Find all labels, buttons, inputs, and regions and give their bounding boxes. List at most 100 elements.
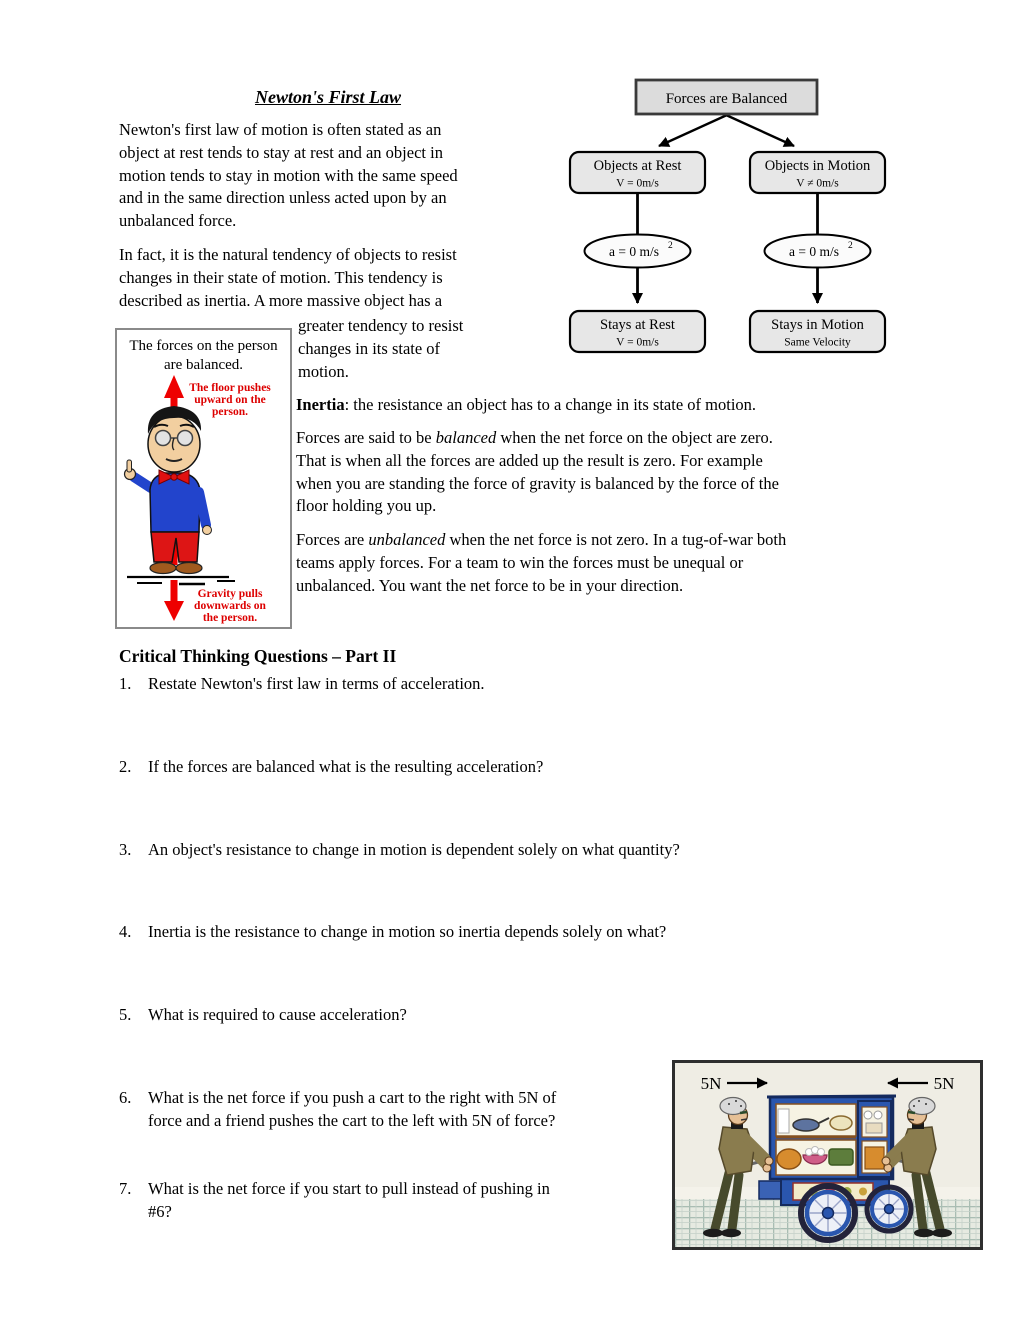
node-forces-balanced-box (634, 78, 819, 116)
front-tire (798, 1183, 858, 1243)
rear-tire (864, 1184, 914, 1234)
node-accel-zero-left: a = 0 m/s 2 (583, 233, 692, 269)
floor-pushes-label: The floor pushes upward on the person. (189, 382, 271, 418)
person-thumb-up (126, 459, 132, 473)
node-stays-at-rest: Stays at Rest V = 0m/s (568, 309, 707, 354)
question-3-number: 3. (119, 840, 132, 859)
node-accel-zero-right: a = 0 m/s 2 (763, 233, 872, 269)
left-force-label: 5N (701, 1074, 722, 1093)
question-4: 4. Inertia is the resistance to change i… (119, 920, 828, 943)
node-objects-in-motion: Objects in Motion V ≠ 0m/s (748, 150, 887, 195)
node-stays-in-motion: Stays in Motion Same Velocity (748, 309, 887, 354)
jar-box (865, 1122, 883, 1134)
question-4-number: 4. (119, 922, 132, 941)
balanced-forces-figure: The forces on the person are balanced. T… (115, 328, 292, 629)
vendor-arm (738, 1130, 771, 1163)
balanced-post: when the net force on the object are zer… (296, 428, 779, 516)
cart-roof-edge (766, 1094, 897, 1099)
stays-in-motion-sub: Same Velocity (784, 337, 851, 349)
paragraph-inertia-intro: In fact, it is the natural tendency of o… (119, 245, 457, 310)
floor-label-line2: upward on the (194, 394, 266, 406)
question-2-number: 2. (119, 757, 132, 776)
stays-in-motion-label: Stays in Motion (771, 317, 864, 333)
question-7: 7. What is the net force if you start to… (119, 1177, 668, 1223)
node-objects-at-rest-box (568, 150, 707, 195)
question-7-text: What is the net force if you start to pu… (148, 1179, 550, 1221)
pan-handle (818, 1117, 830, 1124)
person-pants (150, 531, 200, 563)
vendor-glasses (739, 1110, 748, 1115)
cart-side-box (758, 1180, 784, 1200)
inertia-term: Inertia (296, 395, 345, 414)
node-objects-at-rest: Objects at Rest V = 0m/s (568, 150, 707, 195)
vendor-back-leg (710, 1168, 734, 1234)
vendor-front-leg (727, 1170, 744, 1234)
cart-wheel-front (798, 1183, 858, 1243)
hair-speckle-1 (728, 1103, 730, 1105)
up-arrow-head (164, 375, 184, 398)
vendor-shoe-1 (703, 1228, 723, 1238)
jar-2 (873, 1110, 883, 1120)
unbalanced-post: when the net force is not zero. In a tug… (296, 530, 787, 595)
node-stays-at-rest-box (568, 309, 707, 354)
stays-at-rest-label: Stays at Rest (600, 317, 675, 333)
person-nose (171, 437, 175, 451)
balanced-pre: Forces are said to be (296, 428, 436, 447)
question-6-number: 6. (119, 1088, 132, 1107)
person-shoe-left (149, 561, 177, 575)
question-3: 3. An object's resistance to change in m… (119, 838, 828, 861)
question-4-text: Inertia is the resistance to change in m… (148, 922, 667, 941)
glasses-left-lens (154, 429, 172, 447)
gravity-label-line1: Gravity pulls (198, 588, 263, 600)
question-2: 2. If the forces are balanced what is th… (119, 755, 828, 778)
accel-zero-left-label: a = 0 m/s (609, 244, 659, 259)
arrow-root-to-motion (725, 113, 795, 148)
down-arrow-head (164, 601, 184, 621)
person-mouth (165, 458, 183, 462)
page-title: Newton's First Law (254, 87, 402, 107)
unbalanced-word: unbalanced (368, 530, 446, 549)
pink-bowl (802, 1154, 828, 1165)
question-1-text: Restate Newton's first law in terms of a… (148, 674, 485, 693)
person-sweater (149, 472, 201, 533)
accel-zero-right-label: a = 0 m/s (789, 244, 839, 259)
question-2-text: If the forces are balanced what is the r… (148, 757, 544, 776)
greens-bin (828, 1148, 854, 1166)
orange-stack (864, 1146, 885, 1170)
objects-in-motion-label: Objects in Motion (765, 158, 871, 174)
question-6: 6. What is the net force if you push a c… (119, 1086, 688, 1132)
person-head (147, 415, 201, 473)
person-illustration: The forces on the person are balanced. T… (123, 338, 278, 624)
floor-label-line3: person. (212, 406, 248, 418)
person-hand-right (202, 525, 212, 535)
figure-caption-line1: The forces on the person (129, 338, 278, 354)
objects-at-rest-sub: V = 0m/s (616, 178, 659, 190)
person-hair (147, 406, 202, 434)
unbalanced-pre: Forces are (296, 530, 369, 549)
accel-zero-left-sup: 2 (668, 241, 673, 251)
forces-flowchart: Forces are Balanced Objects at Rest V = … (568, 78, 887, 354)
floor-label-line1: The floor pushes (189, 382, 271, 394)
balanced-forces-paragraph: Forces are said to be balanced when the … (296, 427, 936, 518)
cart-push-figure: 5N 5N (672, 1060, 983, 1250)
cartoon-person (123, 406, 212, 575)
gravity-label-line2: downwards on (194, 600, 267, 612)
question-1: 1. Restate Newton's first law in terms o… (119, 672, 828, 695)
inertia-definition-text: : the resistance an object has to a chan… (344, 395, 757, 414)
critical-thinking-heading: Critical Thinking Questions – Part II (119, 646, 397, 666)
hair-speckle-2 (735, 1100, 737, 1102)
cream-bowl (829, 1115, 853, 1131)
paragraph-newtons-law: Newton's first law of motion is often st… (119, 120, 458, 231)
node-stays-in-motion-box (748, 309, 887, 354)
question-5-text: What is required to cause acceleration? (148, 1005, 407, 1024)
person-right-arm (194, 487, 211, 530)
accel-zero-left-ellipse (583, 233, 692, 269)
accel-zero-right-ellipse (763, 233, 872, 269)
right-force-label: 5N (934, 1074, 955, 1093)
gravity-label-line3: the person. (203, 612, 257, 624)
unbalanced-forces-paragraph: Forces are unbalanced when the net force… (296, 529, 946, 597)
hair-speckle-3 (740, 1105, 742, 1107)
question-5: 5. What is required to cause acceleratio… (119, 1003, 828, 1026)
question-3-text: An object's resistance to change in moti… (148, 840, 680, 859)
